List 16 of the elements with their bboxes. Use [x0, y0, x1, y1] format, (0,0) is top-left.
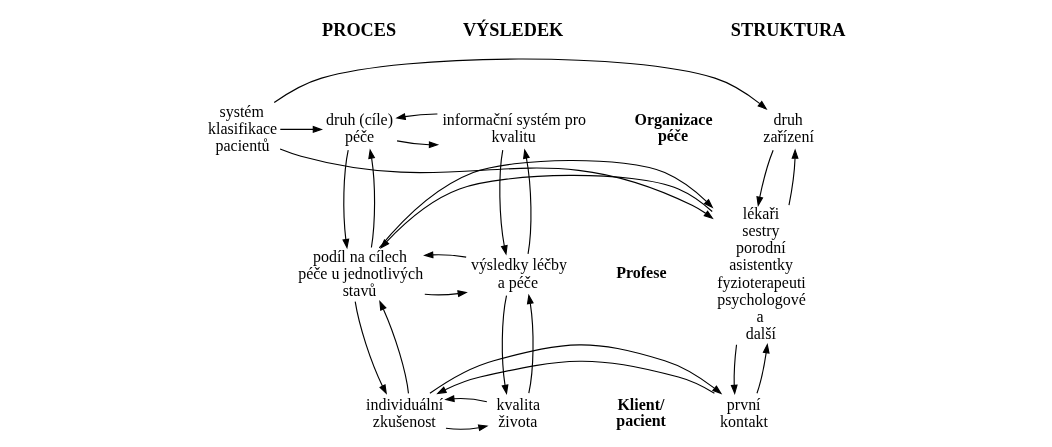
node-text: výsledky léčby a péče	[470, 256, 567, 291]
label: STRUKTURA	[730, 20, 845, 41]
node-text: systém klasifikace pacientů	[207, 102, 277, 154]
node-text: druh zařízení	[762, 111, 814, 146]
node-text: informační systém pro kvalitu	[441, 111, 586, 146]
node-text: druh (cíle) péče	[325, 111, 393, 146]
node-text: kvalita života	[496, 395, 540, 430]
label: PROCES	[321, 20, 396, 41]
label: Organizace péče	[634, 111, 712, 145]
node-text: první kontakt	[719, 395, 768, 430]
label: Profese	[615, 263, 666, 281]
node-text: podíl na cílech péče u jednotlivých stavů	[297, 247, 423, 300]
node-text: lékaři sestry porodní asistentky fyzioterapeuti psychologové a další	[716, 205, 806, 342]
label: Klient/ pacient	[615, 395, 666, 429]
node-text: individuální zkušenost	[365, 395, 443, 430]
label: VÝSLEDEK	[462, 20, 563, 41]
